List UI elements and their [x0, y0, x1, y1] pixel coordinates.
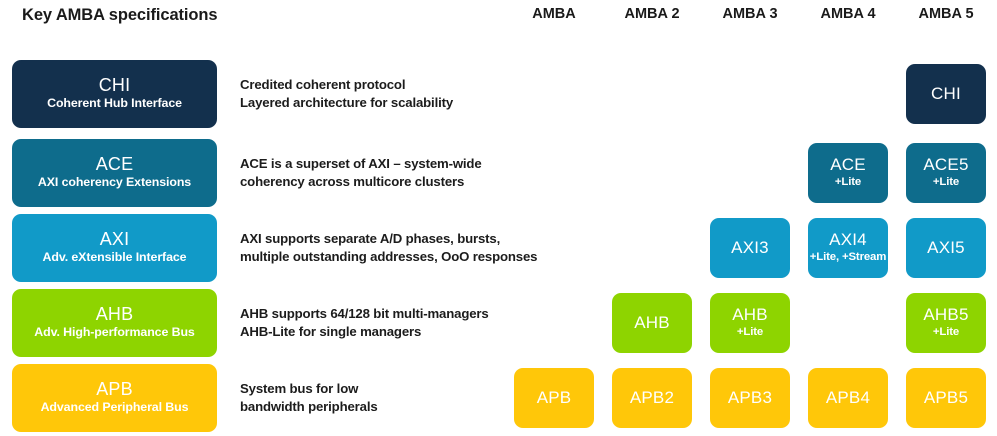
column-header-row: AMBA AMBA 2 AMBA 3 AMBA 4 AMBA 5 [505, 6, 997, 30]
cell-ace-amba5[interactable]: ACE5+Lite [906, 143, 986, 203]
cell-label-apb-amba2: APB2 [629, 388, 675, 408]
cell-ahb-amba2[interactable]: AHB [612, 293, 692, 353]
row-full-name-apb: Advanced Peripheral Bus [40, 400, 189, 415]
row-full-name-chi: Coherent Hub Interface [47, 96, 182, 111]
cell-sublabel-axi-amba4: +Lite, +Stream [809, 251, 887, 264]
row-description-ace-line1: ACE is a superset of AXI – system-wide [240, 156, 482, 172]
cell-apb-amba5[interactable]: APB5 [906, 368, 986, 428]
row-cells-axi: AXI3 AXI4+Lite, +Stream AXI5 [505, 214, 997, 282]
cell-chi-amba5[interactable]: CHI [906, 64, 986, 124]
cell-apb-amba3[interactable]: APB3 [710, 368, 790, 428]
cell-sublabel-ace-amba5: +Lite [932, 176, 960, 189]
row-description-ahb-line1: AHB supports 64/128 bit multi-managers [240, 306, 489, 322]
cell-label-axi-amba3: AXI3 [731, 238, 769, 258]
cell-apb-amba2[interactable]: APB2 [612, 368, 692, 428]
row-description-chi-line2: Layered architecture for scalability [240, 95, 454, 110]
row-cells-chi: CHI [505, 60, 997, 128]
cell-label-apb-amba5: APB5 [923, 388, 969, 408]
cell-label-apb-amba3: APB3 [727, 388, 773, 408]
row-acronym-apb: APB [96, 379, 133, 400]
cell-label-apb-amba1: APB [536, 388, 572, 408]
row-cells-apb: APB APB2 APB3 APB4 APB5 [505, 364, 997, 432]
cell-label-ace-amba4: ACE [830, 155, 866, 175]
cell-ace-amba4[interactable]: ACE+Lite [808, 143, 888, 203]
column-header-5: AMBA 5 [918, 6, 974, 22]
cell-label-ace-amba5: ACE5 [923, 155, 969, 175]
cell-label-chi-amba5: CHI [931, 84, 961, 104]
page-title: Key AMBA specifications [22, 6, 218, 24]
column-header-4: AMBA 4 [820, 6, 876, 22]
row-description-apb: System bus for low bandwidth peripherals [240, 364, 508, 432]
cell-sublabel-ace-amba4: +Lite [834, 176, 862, 189]
cell-label-apb-amba4: APB4 [825, 388, 871, 408]
column-header-2: AMBA 2 [624, 6, 680, 22]
cell-label-ahb-amba5: AHB5 [923, 305, 969, 325]
cell-sublabel-ahb-amba5: +Lite [932, 326, 960, 339]
cell-sublabel-ahb-amba3: +Lite [736, 326, 764, 339]
row-acronym-chi: CHI [98, 75, 131, 96]
cell-axi-amba5[interactable]: AXI5 [906, 218, 986, 278]
cell-label-axi-amba5: AXI5 [927, 238, 965, 258]
cell-label-ahb-amba2: AHB [634, 313, 670, 333]
cell-label-ahb-amba3: AHB [732, 305, 768, 325]
cell-label-axi-amba4: AXI4 [829, 230, 867, 250]
row-full-name-ace: AXI coherency Extensions [37, 175, 192, 190]
cell-ahb-amba3[interactable]: AHB+Lite [710, 293, 790, 353]
row-description-ahb-line2: AHB-Lite for single managers [240, 324, 422, 339]
row-acronym-axi: AXI [99, 229, 130, 250]
row-description-axi-line2: multiple outstanding addresses, OoO resp… [240, 249, 538, 264]
row-full-name-ahb: Adv. High-performance Bus [34, 325, 195, 340]
row-description-apb-line2: bandwidth peripherals [240, 399, 378, 414]
column-header-3: AMBA 3 [722, 6, 778, 22]
cell-ahb-amba5[interactable]: AHB5+Lite [906, 293, 986, 353]
row-description-chi-line1: Credited coherent protocol [240, 77, 406, 93]
cell-apb-amba1[interactable]: APB [514, 368, 594, 428]
cell-axi-amba3[interactable]: AXI3 [710, 218, 790, 278]
column-header-1: AMBA [532, 6, 576, 22]
cell-apb-amba4[interactable]: APB4 [808, 368, 888, 428]
row-description-ace-line2: coherency across multicore clusters [240, 174, 465, 189]
cell-axi-amba4[interactable]: AXI4+Lite, +Stream [808, 218, 888, 278]
row-acronym-ahb: AHB [95, 304, 134, 325]
row-description-axi-line1: AXI supports separate A/D phases, bursts… [240, 231, 501, 247]
row-description-axi: AXI supports separate A/D phases, bursts… [240, 214, 538, 282]
row-acronym-ace: ACE [95, 154, 134, 175]
row-description-apb-line1: System bus for low [240, 381, 359, 397]
row-description-ace: ACE is a superset of AXI – system-wide co… [240, 139, 508, 207]
row-full-name-axi: Adv. eXtensible Interface [42, 250, 187, 265]
